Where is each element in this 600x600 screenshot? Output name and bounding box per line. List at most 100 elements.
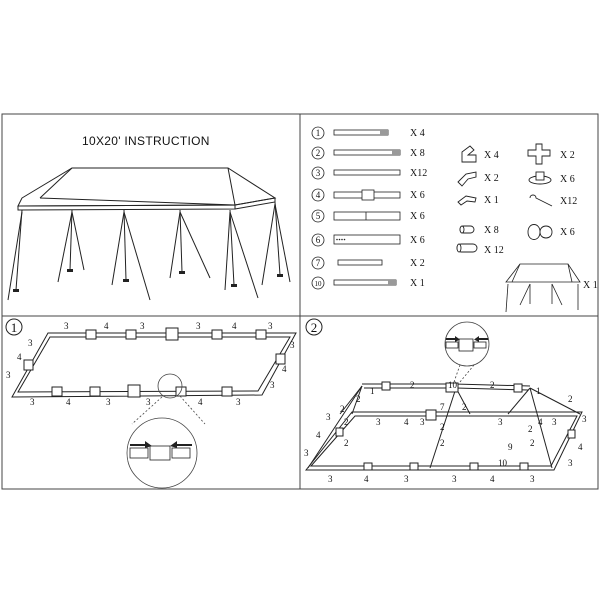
- assembled-tent-drawing: [7, 167, 291, 301]
- part-label: 4: [316, 430, 321, 440]
- step1-part-labels: 3 4 3 3 4 3 3 4 3 3 4 3 3 4 3 3 4 3: [6, 321, 295, 407]
- part-label: 3: [328, 474, 333, 484]
- part-label: 2: [490, 380, 495, 390]
- part-label: 3: [404, 474, 409, 484]
- pole-qty: X 6: [410, 190, 425, 201]
- part-label: 2: [568, 394, 573, 404]
- part-label: 2: [340, 404, 345, 414]
- pole-number: 2: [316, 148, 321, 158]
- part-label: 10: [448, 380, 458, 390]
- part-label: 1: [536, 386, 541, 396]
- part-label: 3: [268, 321, 273, 331]
- push-arrow-icon: [446, 336, 488, 342]
- part-label: 4: [404, 417, 409, 427]
- roof-frame-drawing: [304, 381, 583, 471]
- connector-qty: X 4: [484, 150, 499, 161]
- connector-qty: X 2: [484, 173, 499, 184]
- part-label: 9: [508, 442, 513, 452]
- part-label: 2: [440, 438, 445, 448]
- pole-icon: [333, 129, 389, 136]
- pole-number: 4: [316, 190, 321, 200]
- canopy-qty: X 1: [583, 280, 598, 291]
- part-label: 3: [452, 474, 457, 484]
- part-label: 3: [530, 474, 535, 484]
- pole-row: 3 X12: [311, 166, 427, 180]
- angle-connector-icon: [457, 195, 477, 206]
- part-label: 2: [530, 438, 535, 448]
- part-label: 3: [6, 370, 11, 380]
- parts-list-panel: 1 X 4 2 X 8 3 X12: [311, 126, 598, 313]
- long-sleeve-icon: [456, 243, 478, 253]
- push-arrow-icon: [130, 441, 192, 448]
- pole-row: 2 X 8: [311, 146, 425, 160]
- part-label: 3: [140, 321, 145, 331]
- part-label: 4: [104, 321, 109, 331]
- title-panel: 10X20' INSTRUCTION: [7, 134, 291, 301]
- part-label: 3: [196, 321, 201, 331]
- part-label: 4: [364, 474, 369, 484]
- pole-number: 3: [316, 168, 321, 178]
- part-label: 2: [344, 417, 349, 427]
- cross-connector-icon: [527, 143, 551, 165]
- stake-icon: [529, 194, 553, 207]
- pole-number: 7: [316, 258, 321, 268]
- pole-icon: [333, 169, 401, 176]
- part-label: 3: [568, 458, 573, 468]
- connector-qty: X 1: [484, 195, 499, 206]
- three-way-connector-icon: [461, 145, 477, 163]
- canopy-icon: [505, 263, 581, 313]
- pole-list: 1 X 4 2 X 8 3 X12: [311, 126, 427, 290]
- part-label: 3: [146, 397, 151, 407]
- pole-qty: X 1: [410, 278, 425, 289]
- part-label: 4: [66, 397, 71, 407]
- connector-qty: X 12: [484, 245, 504, 256]
- pole-qty: X 4: [410, 128, 425, 139]
- part-label: 2: [410, 380, 415, 390]
- sheet-frame: [1, 113, 599, 490]
- part-label: 3: [552, 417, 557, 427]
- connector-list-left: X 4 X 2 X 1 X 8 X 12: [456, 145, 504, 256]
- part-label: 3: [420, 417, 425, 427]
- foot-pad-icon: [528, 171, 552, 185]
- connector-qty: X12: [560, 196, 577, 207]
- pole-icon: [333, 234, 401, 245]
- part-label: 2: [440, 422, 445, 432]
- part-label: 4: [198, 397, 203, 407]
- connector-qty: X 8: [484, 225, 499, 236]
- part-label: 3: [290, 340, 295, 350]
- pole-qty: X 2: [410, 258, 425, 269]
- part-label: 2: [344, 438, 349, 448]
- step-number: 2: [311, 320, 318, 335]
- part-label: 4: [538, 417, 543, 427]
- part-label: 4: [490, 474, 495, 484]
- page-title: 10X20' INSTRUCTION: [82, 134, 210, 148]
- pole-row: 6 X 6: [311, 233, 425, 247]
- part-label: 1: [370, 386, 375, 396]
- rope-icon: [527, 224, 553, 240]
- connector-qty: X 6: [560, 227, 575, 238]
- pole-row: 5 X 6: [311, 209, 425, 223]
- pole-qty: X 8: [410, 148, 425, 159]
- pole-icon: [333, 149, 401, 156]
- part-label: 4: [282, 364, 287, 374]
- step-2-panel: 2: [304, 318, 587, 484]
- two-way-connector-icon: [457, 171, 477, 187]
- step2-part-labels: 2 10 2 1 1 7 2 2 2 2 2 2 2 2 2 2 3 4 3 3…: [304, 380, 587, 484]
- short-sleeve-icon: [459, 225, 475, 234]
- ridge-connector-detail-zoom: [444, 321, 490, 383]
- step-number: 1: [11, 320, 18, 335]
- pole-row: 4 X 6: [311, 188, 425, 202]
- pole-row: 1 X 4: [311, 126, 425, 140]
- part-label: 3: [28, 338, 33, 348]
- pole-qty: X 6: [410, 235, 425, 246]
- pole-number: 6: [316, 235, 321, 245]
- pole-row: 7 X 2: [311, 256, 425, 270]
- pole-icon: [333, 279, 397, 286]
- connector-detail-zoom: [126, 373, 206, 489]
- pole-icon: [333, 211, 401, 221]
- part-label: 3: [582, 414, 587, 424]
- pole-number: 10: [315, 280, 323, 288]
- base-frame-drawing: [11, 327, 297, 398]
- part-label: 2: [462, 402, 467, 412]
